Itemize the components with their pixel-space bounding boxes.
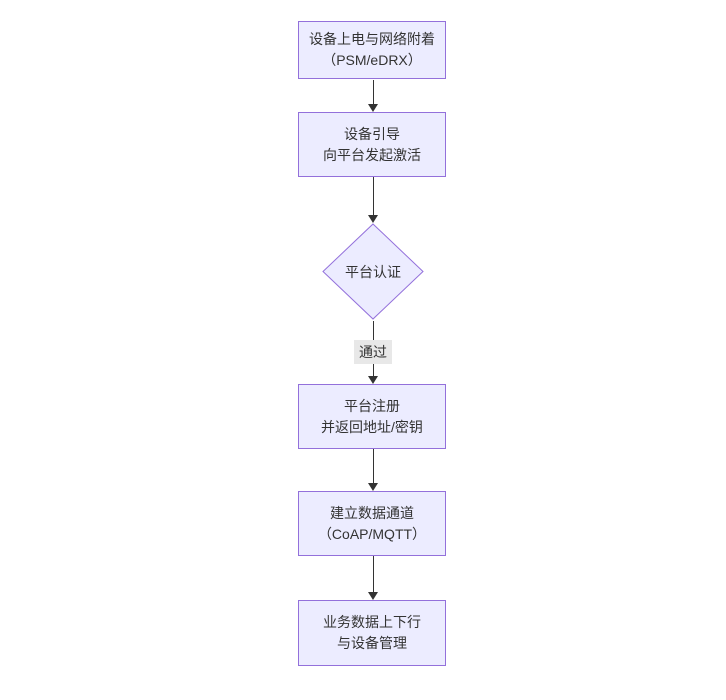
diamond-shape <box>322 223 424 320</box>
node-power-attach-line1: 设备上电与网络附着 <box>309 31 435 47</box>
node-data-channel-line2: （CoAP/MQTT） <box>317 525 427 542</box>
edge-line <box>372 556 374 592</box>
edge-power-to-bootstrap <box>368 80 378 112</box>
node-register-line1: 平台注册 <box>344 397 400 414</box>
node-bootstrap-line2: 向平台发起激活 <box>323 146 421 163</box>
node-auth-decision: 平台认证 <box>322 223 424 320</box>
node-business-data: 业务数据上下行 与设备管理 <box>298 600 446 666</box>
arrow-down-icon <box>368 215 378 223</box>
node-bootstrap: 设备引导 向平台发起激活 <box>298 112 446 177</box>
node-register: 平台注册 并返回地址/密钥 <box>298 384 446 449</box>
node-auth-label: 平台认证 <box>345 263 401 280</box>
edge-line <box>372 449 374 483</box>
node-business-data-line1: 业务数据上下行 <box>323 614 421 630</box>
edge-channel-to-business <box>368 556 378 600</box>
arrow-down-icon <box>368 104 378 112</box>
node-power-attach-line2: （PSM/eDRX） <box>322 52 422 68</box>
arrow-down-icon <box>368 592 378 600</box>
arrow-down-icon <box>368 376 378 384</box>
node-business-data-line2: 与设备管理 <box>337 635 407 651</box>
edge-register-to-channel <box>368 449 378 491</box>
node-bootstrap-line1: 设备引导 <box>344 125 400 142</box>
edge-bootstrap-to-auth <box>368 177 378 223</box>
node-register-line2: 并返回地址/密钥 <box>321 418 423 435</box>
edge-line <box>372 177 374 215</box>
edge-label-pass: 通过 <box>354 340 392 364</box>
node-power-attach: 设备上电与网络附着 （PSM/eDRX） <box>298 21 446 79</box>
edge-line <box>372 80 374 104</box>
node-data-channel-line1: 建立数据通道 <box>330 504 414 521</box>
arrow-down-icon <box>368 483 378 491</box>
node-data-channel: 建立数据通道 （CoAP/MQTT） <box>298 491 446 556</box>
